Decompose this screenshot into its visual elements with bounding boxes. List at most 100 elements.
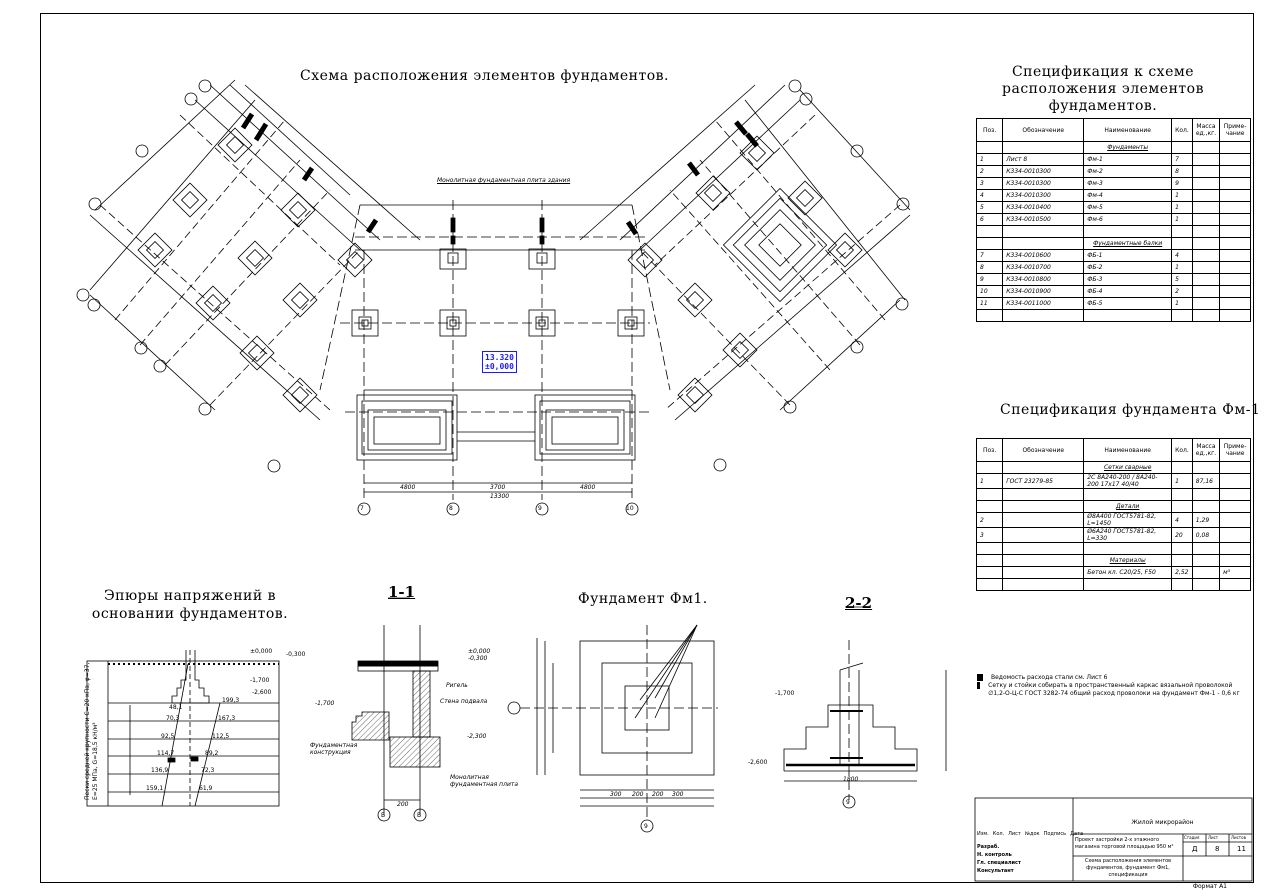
table-cell xyxy=(1002,309,1085,322)
level-label: -1,700 xyxy=(315,700,335,707)
spec1-title: Спецификация к схеме расположения элемен… xyxy=(1002,64,1204,114)
spec1-header-row: Поз. Обозначение Наименование Кол. Масса… xyxy=(975,118,1251,142)
level-label: -1,700 xyxy=(775,690,795,697)
section-2-2 xyxy=(783,606,947,809)
table-cell xyxy=(1171,500,1193,513)
dim-label: 200 xyxy=(652,791,664,798)
table-cell: 5 xyxy=(975,201,1004,214)
table-row: Детали xyxy=(975,500,1251,513)
table-cell: Фм-1 xyxy=(1083,153,1173,166)
table-cell: Фм-3 xyxy=(1083,177,1173,190)
table-cell: К334-0010300 xyxy=(1002,189,1085,202)
table-cell: 1 xyxy=(1171,297,1193,310)
table-cell xyxy=(1219,527,1251,543)
section-1-1-title: 1-1 xyxy=(388,583,416,601)
large-foundation-left xyxy=(356,394,458,461)
table-cell xyxy=(1002,554,1085,567)
table-row: Сетки сварные xyxy=(975,461,1251,474)
level-label: -1,700 xyxy=(250,677,270,684)
table-cell xyxy=(1219,165,1251,178)
soil-label: Пески средней крупности C=20 кПа, φ=37, … xyxy=(84,662,99,800)
table-cell: 7 xyxy=(1171,153,1193,166)
level-label: -2,300 xyxy=(467,733,487,740)
dim-label: 1800 xyxy=(843,776,859,783)
col-pos: Поз. xyxy=(975,438,1004,462)
table-cell: Материалы xyxy=(1083,554,1173,567)
level-label: -0,300 xyxy=(468,655,488,662)
table-cell xyxy=(1191,554,1221,567)
table-cell xyxy=(975,566,1004,579)
col-qty: Кол. xyxy=(1171,438,1193,462)
table-cell xyxy=(1002,237,1085,250)
table-cell xyxy=(1219,473,1251,489)
table-cell xyxy=(1002,488,1085,501)
table-cell xyxy=(1002,527,1085,543)
table-cell xyxy=(1002,566,1085,579)
col-note: Приме-чание xyxy=(1219,118,1251,142)
table-cell xyxy=(1219,488,1251,501)
table-cell xyxy=(1191,566,1221,579)
table-cell: 8 xyxy=(975,261,1004,274)
foundation-fm1-title: Фундамент Фм1. xyxy=(578,591,708,607)
table-cell xyxy=(1171,488,1193,501)
note-item: Сетку и стойки собирать в пространственн… xyxy=(977,682,1247,698)
table-cell: 2 xyxy=(975,165,1004,178)
table-cell: 20 xyxy=(1171,527,1193,543)
table-cell xyxy=(975,542,1004,555)
table-cell: 0,08 xyxy=(1191,527,1221,543)
spec2-table: Поз. Обозначение Наименование Кол. Масса… xyxy=(975,438,1251,591)
table-cell xyxy=(1191,297,1221,310)
table-cell: Ø8А400 ГОСТ5781-82, L=1450 xyxy=(1083,512,1173,528)
table-cell: 8 xyxy=(1171,165,1193,178)
table-cell: 9 xyxy=(1171,177,1193,190)
level-label: ±0,000 xyxy=(468,648,491,655)
stress-left-value: 114,7 xyxy=(157,750,175,757)
sheet-count: 11 xyxy=(1237,845,1246,853)
axis-label-8: 8 xyxy=(449,505,453,512)
table-cell xyxy=(1219,285,1251,298)
pad xyxy=(617,309,645,337)
table-cell: 4 xyxy=(1171,512,1193,528)
table-cell: К334-0010400 xyxy=(1002,201,1085,214)
col-pos: Поз. xyxy=(975,118,1004,142)
table-cell: 1 xyxy=(1171,473,1193,489)
table-cell xyxy=(1083,542,1173,555)
table-cell: 1 xyxy=(975,473,1004,489)
table-cell: К334-0010900 xyxy=(1002,285,1085,298)
large-foundation-right xyxy=(534,394,636,461)
table-cell xyxy=(1191,237,1221,250)
table-cell xyxy=(1171,542,1193,555)
level-label: -0,300 xyxy=(286,651,306,658)
table-cell xyxy=(1171,237,1193,250)
table-cell xyxy=(1219,213,1251,226)
axis-label-10: 10 xyxy=(626,505,634,512)
table-cell: Бетон кл. С20/25, F50 xyxy=(1083,566,1173,579)
table-cell: ФБ-5 xyxy=(1083,297,1173,310)
table-cell xyxy=(1002,512,1085,528)
table-cell xyxy=(1219,225,1251,238)
main-plan-title: Схема расположения элементов фундаментов… xyxy=(300,68,669,84)
table-cell xyxy=(1191,177,1221,190)
table-cell xyxy=(1191,249,1221,262)
table-cell: 4 xyxy=(975,189,1004,202)
sheet-number: 8 xyxy=(1215,845,1220,853)
table-cell xyxy=(975,488,1004,501)
table-cell xyxy=(1219,189,1251,202)
table-cell xyxy=(1219,261,1251,274)
table-cell xyxy=(975,141,1004,154)
table-cell xyxy=(1191,461,1221,474)
col-name: Наименование xyxy=(1083,438,1173,462)
table-cell: Фм-2 xyxy=(1083,165,1173,178)
table-cell: К334-0010300 xyxy=(1002,165,1085,178)
table-cell xyxy=(1002,141,1085,154)
table-cell xyxy=(1191,165,1221,178)
table-cell xyxy=(1191,500,1221,513)
